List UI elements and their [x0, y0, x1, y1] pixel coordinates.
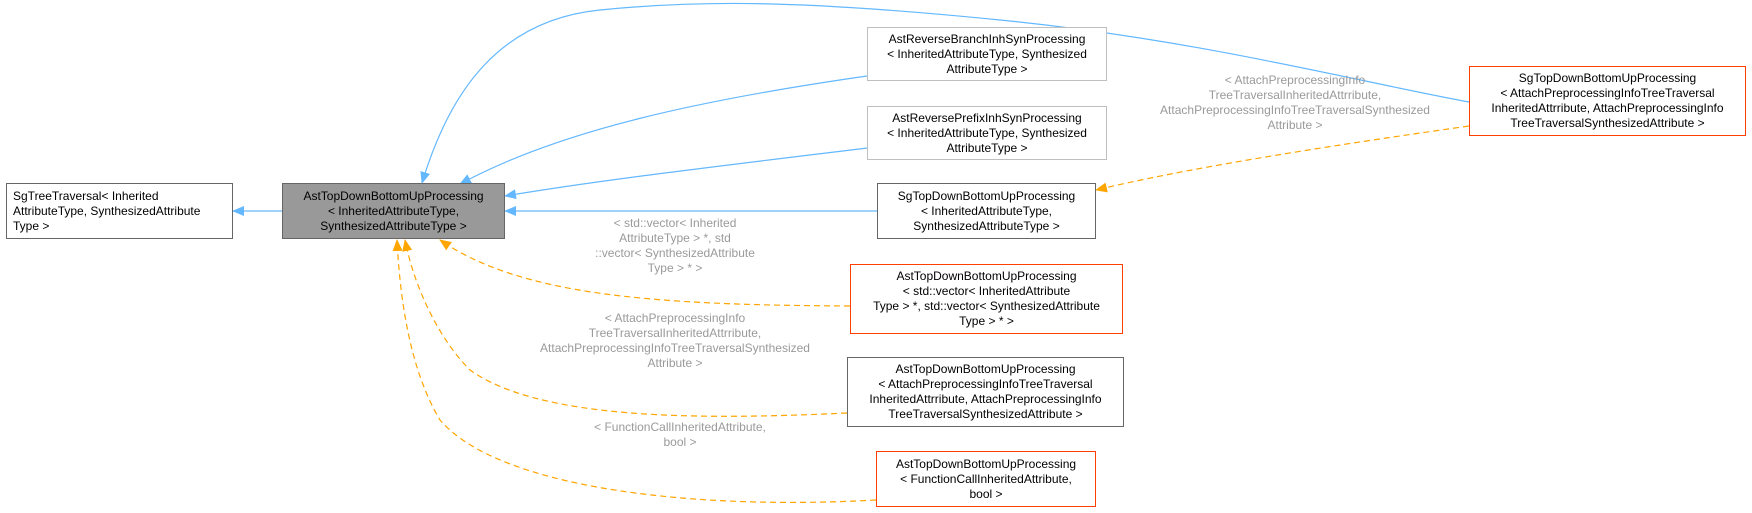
edge-reverseprefix-to-main	[504, 147, 868, 200]
edge-sgattach-to-main	[420, 2, 1470, 184]
node-astreverseprefix[interactable]: AstReversePrefixInhSynProcessing < Inher…	[867, 106, 1107, 160]
node-sgtdbu[interactable]: SgTopDownBottomUpProcessing < InheritedA…	[877, 183, 1096, 239]
node-asttdbu-funccall[interactable]: AstTopDownBottomUpProcessing < FunctionC…	[876, 451, 1096, 507]
edge-attach-to-main	[402, 239, 848, 417]
edge-reversebranch-to-main	[459, 75, 868, 185]
edge-label-vector-to-main: < std::vector< Inherited AttributeType >…	[595, 216, 755, 275]
edge-sgattach-to-sgtdbu	[1095, 125, 1470, 193]
node-asttdbu-vector-label: AstTopDownBottomUpProcessing < std::vect…	[873, 269, 1100, 328]
node-sgtdbu-attach-label: SgTopDownBottomUpProcessing < AttachPrep…	[1491, 71, 1724, 130]
edge-label-sgattach-to-sgtdbu: < AttachPreprocessingInfo TreeTraversalI…	[1160, 73, 1430, 132]
edge-label-funccall-to-main: < FunctionCallInheritedAttribute, bool >	[594, 420, 766, 449]
edge-label-attach-to-main: < AttachPreprocessingInfo TreeTraversalI…	[540, 311, 810, 370]
node-asttdbu-main-label: AstTopDownBottomUpProcessing < Inherited…	[303, 188, 484, 233]
node-astreversebranch[interactable]: AstReverseBranchInhSynProcessing < Inher…	[867, 27, 1107, 81]
node-asttdbu-attach[interactable]: AstTopDownBottomUpProcessing < AttachPre…	[847, 357, 1124, 427]
node-sgtreetraversal-label: SgTreeTraversal< Inherited AttributeType…	[13, 188, 201, 233]
edge-funccall-to-main	[392, 239, 877, 503]
node-sgtdbu-attach[interactable]: SgTopDownBottomUpProcessing < AttachPrep…	[1469, 66, 1746, 136]
node-astreversebranch-label: AstReverseBranchInhSynProcessing < Inher…	[887, 31, 1087, 76]
node-astreverseprefix-label: AstReversePrefixInhSynProcessing < Inher…	[887, 110, 1087, 155]
node-sgtreetraversal[interactable]: SgTreeTraversal< Inherited AttributeType…	[6, 183, 233, 239]
node-asttdbu-attach-label: AstTopDownBottomUpProcessing < AttachPre…	[869, 362, 1102, 421]
node-asttdbu-main[interactable]: AstTopDownBottomUpProcessing < Inherited…	[282, 183, 505, 239]
node-sgtdbu-label: SgTopDownBottomUpProcessing < InheritedA…	[897, 188, 1076, 233]
node-asttdbu-funccall-label: AstTopDownBottomUpProcessing < FunctionC…	[895, 456, 1077, 501]
edge-vector-to-main	[439, 239, 851, 307]
node-asttdbu-vector[interactable]: AstTopDownBottomUpProcessing < std::vect…	[850, 264, 1123, 334]
